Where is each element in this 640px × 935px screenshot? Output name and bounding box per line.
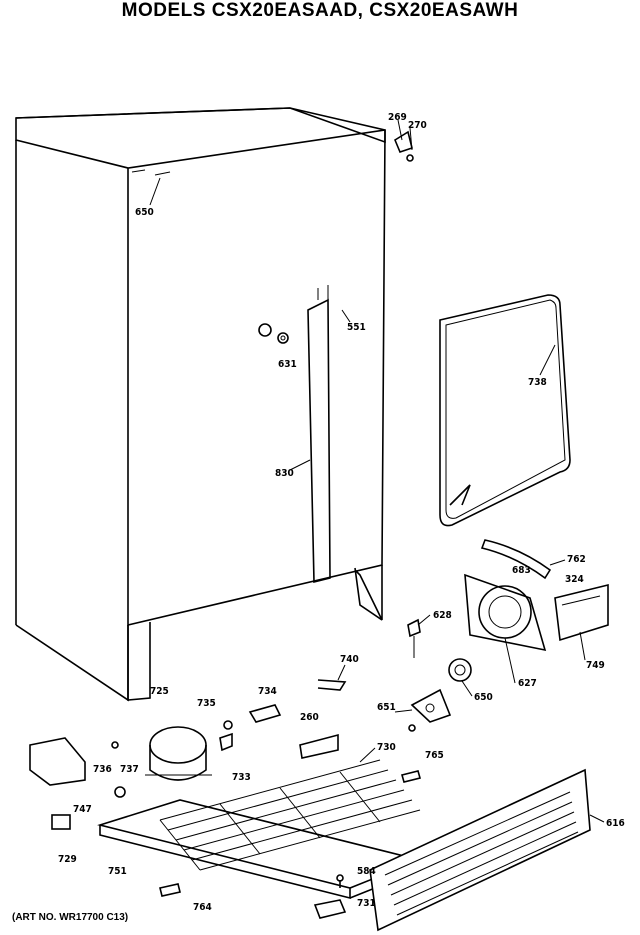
label-751: 751 — [108, 866, 127, 877]
leader-lines — [149, 177, 605, 823]
fan-housing — [464, 539, 609, 652]
page-title: MODELS CSX20EASAAD, CSX20EASAWH — [121, 0, 519, 21]
label-762: 762 — [567, 554, 586, 565]
label-683: 683 — [512, 565, 531, 576]
label-730: 730 — [377, 742, 396, 753]
compressor — [145, 704, 339, 781]
label-729: 729 — [58, 854, 77, 865]
top-hinge — [393, 119, 414, 162]
label-260: 260 — [300, 712, 319, 723]
label-650b: 650 — [474, 692, 493, 703]
label-616: 616 — [606, 818, 625, 829]
label-740: 740 — [340, 654, 359, 665]
grille — [369, 768, 591, 932]
label-731: 731 — [357, 898, 376, 909]
condenser-base — [97, 759, 423, 900]
label-628: 628 — [433, 610, 452, 621]
label-737: 737 — [120, 764, 139, 775]
label-551: 551 — [347, 322, 366, 333]
label-749: 749 — [586, 660, 605, 671]
label-764: 764 — [193, 902, 212, 913]
label-270: 270 — [408, 120, 427, 131]
label-584: 584 — [357, 866, 376, 877]
label-747: 747 — [73, 804, 92, 815]
door-gasket — [439, 294, 571, 527]
label-627: 627 — [518, 678, 537, 689]
label-830: 830 — [275, 468, 294, 479]
small-parts — [29, 737, 421, 919]
cabinet — [15, 107, 386, 702]
label-324: 324 — [565, 574, 584, 585]
label-725: 725 — [150, 686, 169, 697]
label-738: 738 — [528, 377, 547, 388]
label-765: 765 — [425, 750, 444, 761]
label-651: 651 — [377, 702, 396, 713]
label-733: 733 — [232, 772, 251, 783]
art-number: (ART NO. WR17700 C13) — [12, 912, 129, 923]
part-labels: 269 270 650 551 631 738 830 762 683 324 … — [58, 112, 625, 913]
label-735: 735 — [197, 698, 216, 709]
fan-motor — [317, 618, 472, 732]
label-734: 734 — [258, 686, 277, 697]
label-736: 736 — [93, 764, 112, 775]
label-650: 650 — [135, 207, 154, 218]
label-631: 631 — [278, 359, 297, 370]
label-269: 269 — [388, 112, 407, 123]
